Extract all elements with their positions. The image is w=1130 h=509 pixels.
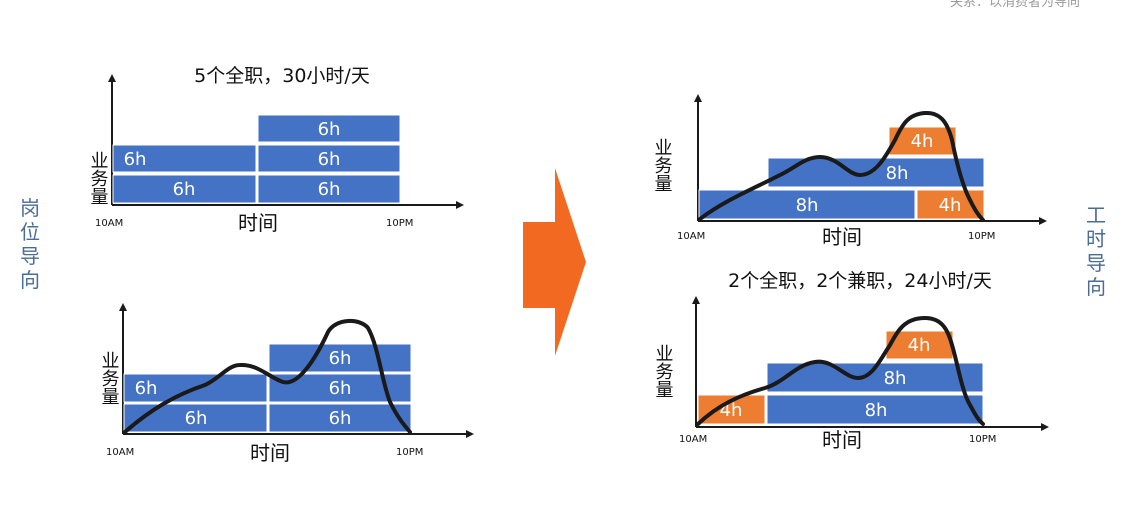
transition-arrow: [523, 168, 586, 356]
block-label: 8h: [796, 195, 819, 216]
block-label: 4h: [911, 131, 934, 152]
x-axis-label: 时间: [822, 225, 862, 249]
time-block: [767, 157, 985, 188]
x-start-label: 10AM: [679, 434, 707, 445]
panel-title: 2个全职，2个兼职，24小时/天: [728, 270, 992, 292]
block-label: 4h: [908, 335, 931, 356]
block-label: 6h: [135, 378, 158, 399]
x-axis-label: 时间: [238, 211, 278, 235]
time-block: [257, 144, 401, 173]
x-end-label: 10PM: [386, 218, 413, 229]
block-label: 6h: [124, 149, 147, 170]
time-block: [257, 174, 401, 204]
left-side-label: 岗位导向: [20, 196, 40, 292]
y-axis-label: 业务量: [88, 151, 109, 205]
block-label: 6h: [329, 378, 352, 399]
time-block: [766, 394, 984, 425]
block-label: 6h: [318, 119, 341, 140]
time-block: [257, 114, 401, 143]
x-end-label: 10PM: [969, 434, 996, 445]
block-label: 6h: [185, 408, 208, 429]
header-fragment: 关系：以消费者为导向: [950, 0, 1081, 10]
demand-curve: [123, 319, 412, 434]
demand-curve: [696, 315, 985, 426]
x-start-label: 10AM: [677, 231, 705, 242]
block-label: 8h: [884, 368, 907, 389]
panel-top-right: 业务量 4h 8h 8h 4h 10AM 10PM 时间: [652, 94, 1047, 249]
y-axis-label: 业务量: [653, 344, 674, 398]
panel-bottom-left: 业务量 6h 6h 6h 6h 6h 10AM 10PM 时间: [99, 303, 474, 465]
block-label: 6h: [329, 348, 352, 369]
x-start-label: 10AM: [106, 447, 134, 458]
x-end-label: 10PM: [396, 447, 423, 458]
y-axis-label: 业务量: [652, 138, 673, 192]
time-block: [112, 144, 257, 173]
block-label: 8h: [886, 163, 909, 184]
demand-curve: [698, 110, 985, 222]
time-block: [268, 343, 412, 373]
time-block: [123, 403, 268, 433]
panel-title: 5个全职，30小时/天: [194, 65, 370, 87]
x-start-label: 10AM: [95, 218, 123, 229]
block-label: 4h: [939, 195, 962, 216]
x-end-label: 10PM: [968, 231, 995, 242]
panel-bottom-right: 2个全职，2个兼职，24小时/天 业务量 4h 8h 4h 8h 10AM 10…: [653, 270, 1049, 452]
block-label: 6h: [329, 408, 352, 429]
y-axis-label: 业务量: [99, 351, 120, 405]
time-block: [698, 189, 916, 220]
block-label: 6h: [173, 179, 196, 200]
block-label: 6h: [318, 149, 341, 170]
time-block: [123, 373, 268, 403]
time-block: [112, 174, 257, 204]
block-label: 8h: [865, 400, 888, 421]
x-axis-label: 时间: [822, 428, 862, 452]
x-axis-label: 时间: [250, 441, 290, 465]
time-block: [268, 403, 412, 433]
block-label: 6h: [318, 179, 341, 200]
right-side-label: 工时导向: [1086, 203, 1106, 299]
panel-top-left: 5个全职，30小时/天 业务量 6h 6h 6h 6h 6h 10AM 10PM…: [88, 65, 464, 235]
